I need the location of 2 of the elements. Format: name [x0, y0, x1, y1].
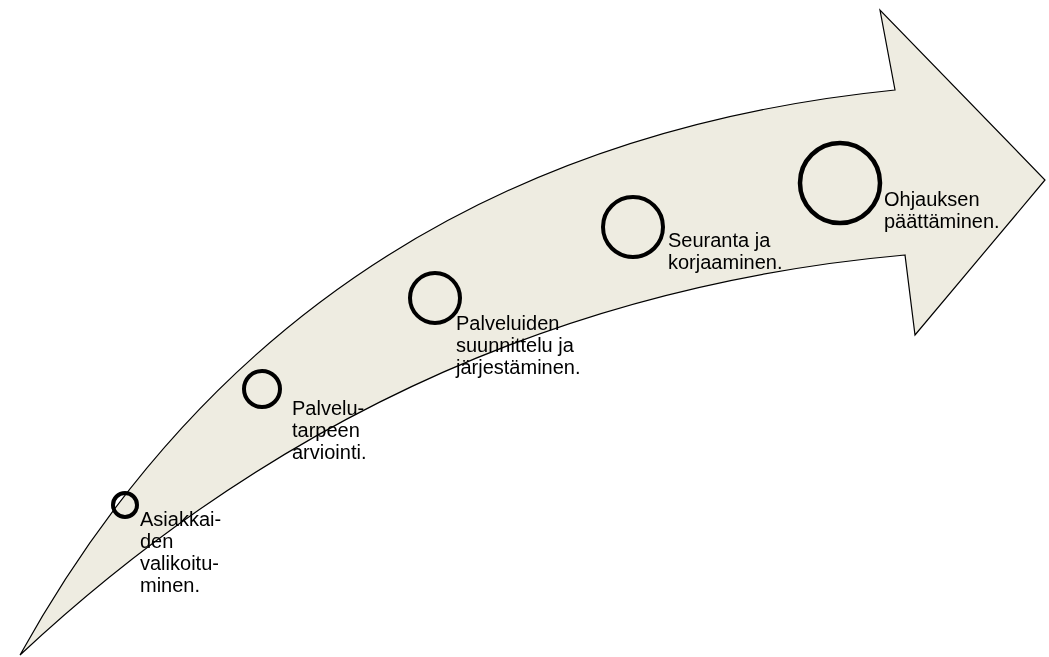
step-label: Seuranta ja korjaaminen. [668, 229, 784, 273]
step-label: Ohjauksen päättäminen. [884, 188, 1001, 232]
